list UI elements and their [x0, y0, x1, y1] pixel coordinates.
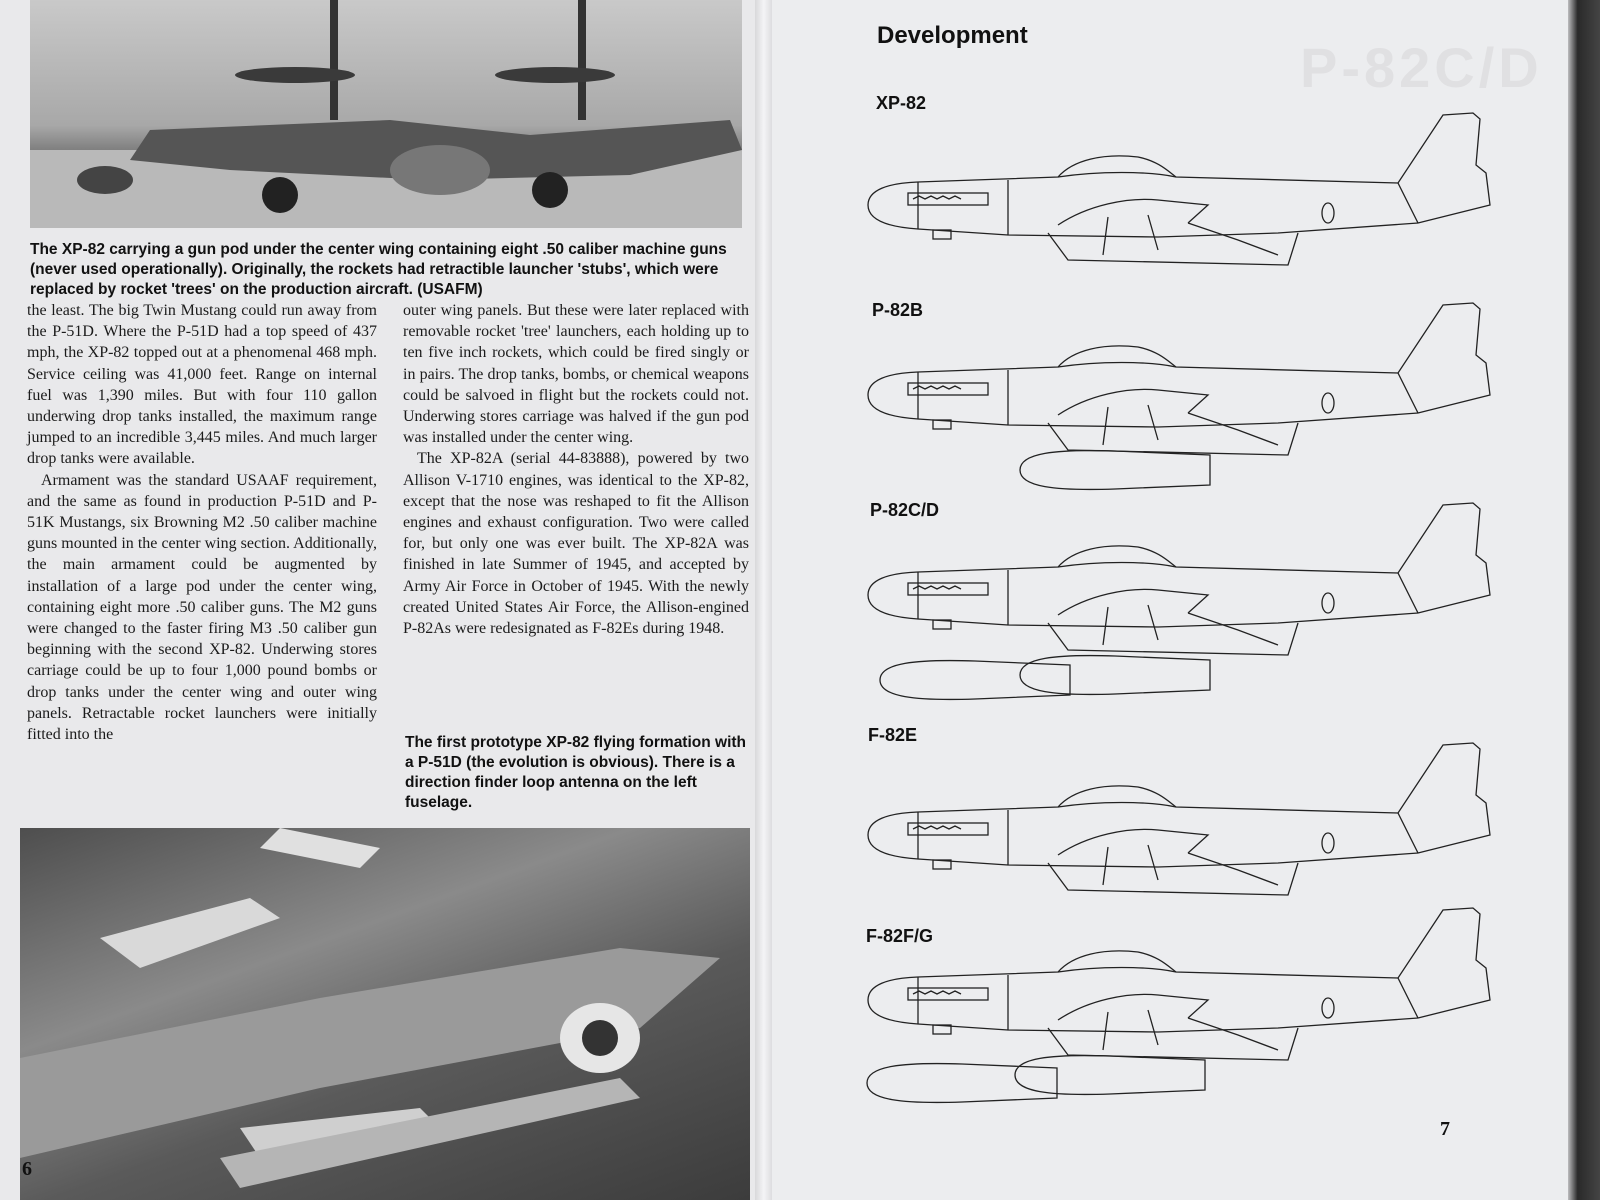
xp82-ground-photo-illustration: [30, 0, 742, 228]
paragraph: Armament was the standard USAAF requirem…: [27, 471, 377, 744]
text-column-1: the least. The big Twin Mustang could ru…: [27, 300, 377, 745]
right-page: [772, 0, 1572, 1200]
page-number-right: 7: [1440, 1118, 1450, 1140]
section-title: Development: [877, 22, 1028, 49]
photo-caption-top: The XP-82 carrying a gun pod under the c…: [30, 241, 727, 298]
page-number-left: 6: [22, 1158, 32, 1180]
variant-label-f82fg: F-82F/G: [866, 926, 934, 946]
paragraph: outer wing panels. But these were later …: [403, 302, 749, 447]
photo-xp82-ground: [30, 0, 742, 228]
left-page: The XP-82 carrying a gun pod under the c…: [0, 0, 762, 1200]
xp82-profile-drawing: [858, 105, 1518, 305]
variant-label-p82cd: P-82C/D: [870, 500, 940, 520]
book-gutter: [755, 0, 777, 1200]
drop-tank-drawing: [1015, 445, 1215, 495]
background-edge: [1568, 0, 1600, 1200]
variant-label-p82b: P-82B: [872, 300, 924, 320]
drop-tank-drawing: [1010, 1050, 1210, 1100]
variant-label-f82e: F-82E: [868, 725, 918, 745]
paragraph: the least. The big Twin Mustang could ru…: [27, 302, 377, 468]
photo-xp82-formation: [20, 828, 750, 1200]
text-column-2: outer wing panels. But these were later …: [403, 300, 749, 639]
show-through-text: P-82C/D: [1300, 36, 1543, 99]
formation-photo-illustration: [20, 828, 720, 1188]
variant-label-xp82: XP-82: [876, 93, 927, 113]
drop-tank-drawing: [1015, 650, 1215, 700]
paragraph: The XP-82A (serial 44-83888), powered by…: [403, 450, 749, 638]
photo-caption-bottom: The first prototype XP-82 flying formati…: [405, 734, 747, 811]
